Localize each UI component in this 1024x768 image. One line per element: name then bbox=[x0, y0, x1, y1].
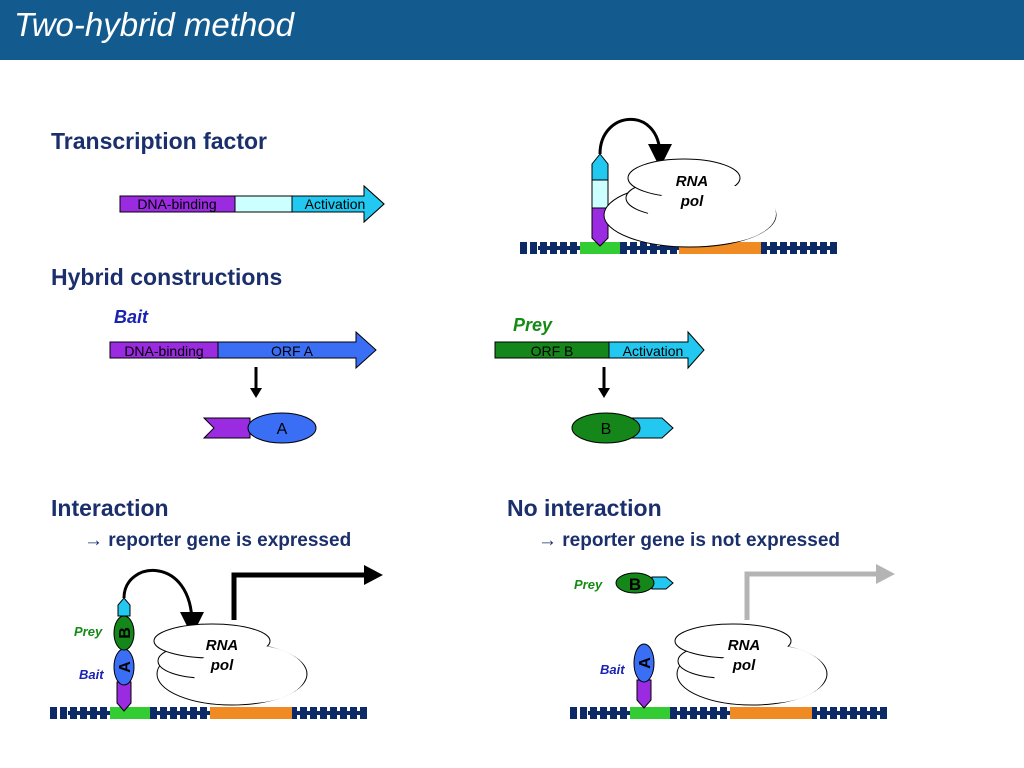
expression-arrow-head bbox=[364, 565, 383, 585]
tf-protein-activation bbox=[591, 153, 609, 181]
no-expression-arrow bbox=[744, 571, 878, 620]
prey-protein-b-text: B bbox=[117, 627, 134, 639]
result-expressed: → reporter gene is expressed bbox=[84, 530, 352, 551]
bait-dna-binding-text: DNA-binding bbox=[124, 343, 203, 359]
bait-protein-a-text: A bbox=[637, 657, 654, 669]
result-not-expressed: → reporter gene is not expressed bbox=[538, 530, 840, 551]
tf-protein-linker bbox=[591, 179, 609, 209]
rna-text: RNA bbox=[206, 637, 239, 654]
heading-transcription-factor: Transcription factor bbox=[51, 128, 267, 154]
bait-protein-a bbox=[633, 643, 655, 683]
prey-protein-b bbox=[571, 412, 641, 444]
pol-text: pol bbox=[680, 193, 704, 210]
prey-orf-b-segment bbox=[494, 341, 610, 359]
rna-text: RNA bbox=[676, 173, 709, 190]
bait-protein-binding bbox=[636, 679, 652, 709]
prey-orf-b-text: ORF B bbox=[531, 343, 574, 359]
bait-dna-binding-segment bbox=[109, 341, 219, 359]
tf-dna-binding-segment bbox=[119, 195, 236, 213]
interaction-scene: A B RNA pol bbox=[50, 565, 383, 719]
bait-protein-a bbox=[247, 412, 317, 444]
page-title: Two-hybrid method bbox=[14, 6, 295, 43]
promoter-region bbox=[630, 707, 670, 719]
title-bar: Two-hybrid method bbox=[0, 0, 1024, 60]
heading-no-interaction: No interaction bbox=[507, 495, 662, 521]
prey-down-arrow-head bbox=[598, 388, 610, 398]
pol-text: pol bbox=[732, 657, 756, 674]
bait-down-arrow-head bbox=[250, 388, 262, 398]
prey-construct: ORF B Activation B bbox=[494, 330, 705, 444]
rna-polymerase: RNA pol bbox=[153, 623, 308, 706]
expression-arrow bbox=[231, 572, 366, 620]
bait-label: Bait bbox=[114, 307, 149, 327]
rna-polymerase: RNA pol bbox=[674, 623, 828, 706]
prey-protein-activation bbox=[117, 597, 131, 617]
tf-activation-text: Activation bbox=[305, 196, 366, 212]
reporter-gene-region bbox=[730, 707, 812, 719]
heading-interaction: Interaction bbox=[51, 495, 169, 521]
curved-arrow bbox=[122, 569, 204, 636]
tf-dna-binding-text: DNA-binding bbox=[137, 196, 216, 212]
promoter-region bbox=[580, 242, 620, 254]
bait-construct: DNA-binding ORF A A bbox=[109, 330, 377, 444]
prey-label-interaction: Prey bbox=[74, 624, 103, 639]
tf-gene-arrow: DNA-binding Activation bbox=[119, 184, 385, 224]
bait-label-no-interaction: Bait bbox=[600, 662, 625, 677]
tf-activation-segment bbox=[291, 184, 385, 224]
heading-hybrid-constructions: Hybrid constructions bbox=[51, 264, 283, 290]
curved-arrow bbox=[598, 118, 672, 168]
prey-label: Prey bbox=[513, 315, 553, 335]
no-expression-arrow-head bbox=[876, 564, 895, 584]
free-prey-activation bbox=[651, 576, 674, 590]
rna-polymerase: RNA pol bbox=[603, 158, 777, 248]
bait-protein-a-text: A bbox=[277, 421, 288, 438]
prey-activation-text: Activation bbox=[623, 343, 684, 359]
bait-label-interaction: Bait bbox=[79, 667, 104, 682]
pol-text: pol bbox=[210, 657, 234, 674]
bait-protein-binding bbox=[202, 417, 251, 439]
no-interaction-scene: B A RNA pol bbox=[570, 564, 895, 719]
free-prey-protein-b-text: B bbox=[629, 575, 641, 594]
prey-label-no-interaction: Prey bbox=[574, 577, 603, 592]
bait-protein-binding bbox=[116, 681, 132, 712]
bait-protein-a-text: A bbox=[117, 661, 134, 673]
reporter-gene-region bbox=[210, 707, 292, 719]
bait-orf-a-text: ORF A bbox=[271, 343, 314, 359]
prey-protein-b-text: B bbox=[601, 421, 612, 438]
promoter-region bbox=[110, 707, 150, 719]
rna-text: RNA bbox=[728, 637, 761, 654]
free-prey-protein-b bbox=[615, 572, 655, 594]
tf-dna-scene: RNA pol bbox=[520, 118, 838, 254]
